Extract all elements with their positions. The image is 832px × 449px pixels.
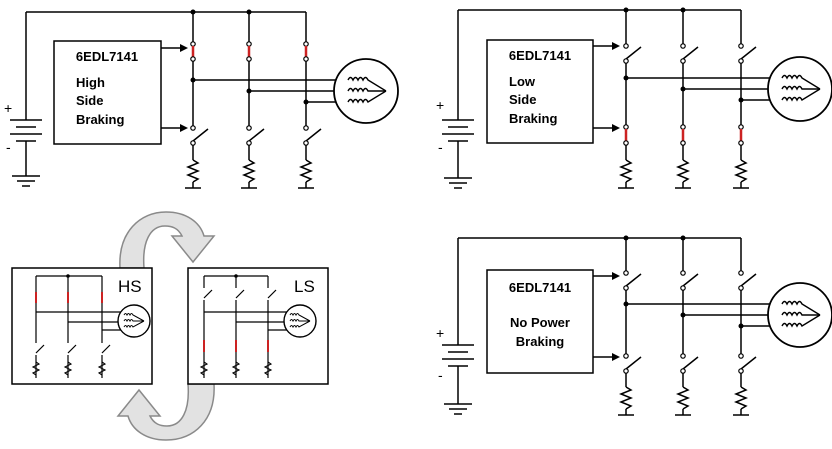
battery-minus-label: -: [438, 139, 443, 155]
phase-leg-a: [618, 10, 642, 189]
ground-symbol: [12, 175, 40, 187]
ls-label: LS: [294, 277, 315, 296]
gate-driver-box: [53, 40, 162, 145]
phase-leg-b: [675, 10, 699, 189]
gate-driver-box: [486, 269, 594, 374]
hs-label: HS: [118, 277, 142, 296]
mode-line-2: Side: [509, 92, 536, 107]
battery-symbol: [10, 12, 42, 176]
phase-leg-b: [675, 238, 699, 416]
mode-line-1: No Power: [510, 315, 570, 330]
phase-leg-a: [618, 238, 642, 416]
phase-leg-c: [733, 10, 757, 189]
motor-symbol: [333, 58, 399, 124]
alternating-braking-cycle: HS: [11, 211, 329, 441]
chip-name: 6EDL7141: [509, 280, 571, 295]
hs-mini-circuit: [31, 274, 151, 378]
mode-line-1: Low: [509, 74, 536, 89]
cycle-arrow-top: [119, 211, 216, 269]
panel-low-side-braking: + - 6EDL7141 Low Side Braking: [436, 7, 832, 189]
motor-symbol: [767, 282, 832, 348]
mode-line-2: Side: [76, 93, 103, 108]
battery-plus-label: +: [436, 97, 444, 113]
chip-name: 6EDL7141: [76, 49, 138, 64]
battery-plus-label: +: [436, 325, 444, 341]
mode-line-3: Braking: [76, 112, 124, 127]
ls-mini-circuit: [199, 274, 317, 378]
motor-symbol: [767, 56, 832, 122]
chip-name: 6EDL7141: [509, 48, 571, 63]
phase-leg-a: [185, 12, 209, 189]
mode-line-2: Braking: [516, 334, 564, 349]
battery-minus-label: -: [6, 139, 11, 155]
panel-no-power-braking: + - 6EDL7141 No Power Braking: [436, 235, 832, 416]
battery-plus-label: +: [4, 100, 12, 116]
ground-symbol: [444, 177, 472, 189]
cycle-arrow-bottom: [116, 383, 215, 441]
ground-symbol: [444, 403, 472, 415]
phase-leg-c: [733, 238, 757, 416]
phase-leg-c: [298, 12, 322, 189]
gate-driver-box: [486, 39, 594, 144]
battery-symbol: [442, 10, 474, 178]
panel-high-side-braking: + - 6EDL7141 High Side Braking: [4, 9, 399, 189]
phase-leg-b: [241, 12, 265, 189]
mode-line-3: Braking: [509, 111, 557, 126]
battery-symbol: [442, 238, 474, 404]
battery-minus-label: -: [438, 367, 443, 383]
mode-line-1: High: [76, 75, 105, 90]
